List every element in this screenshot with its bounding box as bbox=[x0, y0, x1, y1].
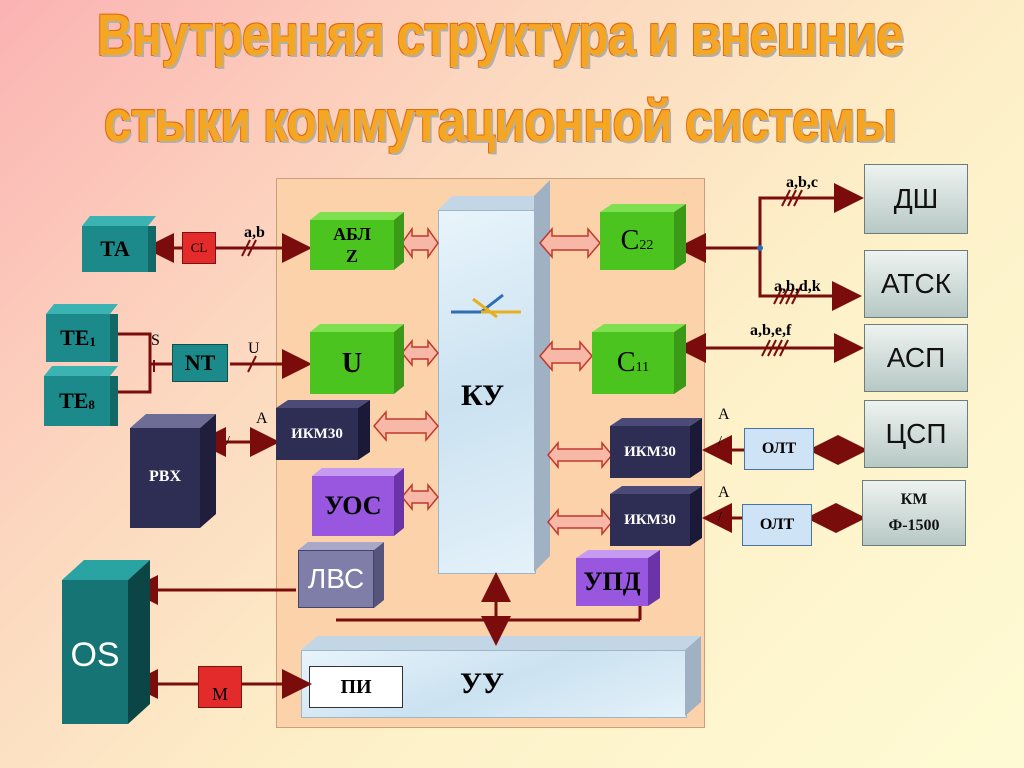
lvs-box[interactable]: ЛВС bbox=[298, 550, 374, 608]
arrow-ikm-ku bbox=[373, 409, 439, 443]
ikm-r2-side bbox=[690, 486, 702, 546]
ta-block-top bbox=[82, 216, 156, 226]
ikm-right2-box[interactable]: ИКМ30 bbox=[610, 494, 690, 546]
abl-box[interactable]: АБЛ Z bbox=[310, 220, 394, 270]
abl-block-top bbox=[310, 212, 404, 220]
atsk-box[interactable]: АТСК bbox=[864, 250, 968, 318]
upd-block-side bbox=[648, 550, 660, 606]
upd-box[interactable]: УПД bbox=[576, 558, 648, 606]
label-ab: a,b bbox=[244, 224, 265, 241]
tssp-box[interactable]: ЦСП bbox=[864, 400, 968, 468]
upd-block-top bbox=[576, 550, 660, 558]
te1-sub: 1 bbox=[89, 334, 96, 349]
arrow-ku-c11 bbox=[539, 339, 593, 373]
arrow-ku-ikm-r1 bbox=[547, 440, 613, 470]
olt1-box[interactable]: ОЛТ bbox=[744, 428, 814, 470]
lvs-block-side bbox=[374, 542, 384, 608]
m-box[interactable]: M bbox=[198, 666, 242, 708]
ikm-r1-top bbox=[610, 418, 702, 426]
olt2-box[interactable]: ОЛТ bbox=[742, 504, 812, 546]
arrow-ku-c22 bbox=[539, 226, 601, 260]
te8-sub: 8 bbox=[88, 397, 95, 412]
dsh-box[interactable]: ДШ bbox=[864, 164, 968, 234]
f1500-label: Ф-1500 bbox=[888, 517, 940, 534]
label-slash-right2: / bbox=[718, 510, 722, 525]
ikm-left-top bbox=[276, 400, 370, 408]
c11-block-top bbox=[592, 324, 686, 332]
label-u-iface: U bbox=[248, 340, 260, 357]
switch-icon bbox=[451, 293, 521, 319]
label-s: S bbox=[151, 332, 160, 349]
uos-block-side bbox=[394, 468, 404, 536]
wire-te1-bus bbox=[114, 332, 152, 394]
wire-bus-dsh bbox=[758, 183, 864, 248]
c11-block-side bbox=[674, 324, 686, 394]
arrow-abl-ku bbox=[401, 226, 439, 260]
label-abc: a,b,c bbox=[786, 174, 818, 191]
abl-z-label: Z bbox=[345, 246, 358, 266]
c22-sub: 22 bbox=[639, 238, 654, 253]
os-block-top bbox=[62, 560, 150, 580]
u-box[interactable]: U bbox=[310, 332, 394, 394]
ikm-left-side bbox=[358, 400, 370, 460]
c22-block-side bbox=[674, 204, 686, 270]
ikm-left-box[interactable]: ИКМ30 bbox=[276, 408, 358, 460]
cl-box[interactable]: CL bbox=[182, 232, 216, 264]
ikm-right1-box[interactable]: ИКМ30 bbox=[610, 426, 690, 478]
label-slash-left: / bbox=[226, 434, 230, 449]
c22-label: C bbox=[620, 225, 640, 256]
uu-block-side bbox=[685, 636, 701, 716]
pbx-block-side bbox=[200, 414, 216, 528]
label-a-right1: A bbox=[718, 406, 730, 423]
pbx-box[interactable]: PBX bbox=[130, 428, 200, 528]
te8-label: TE bbox=[59, 388, 89, 413]
c11-label: C bbox=[616, 347, 636, 378]
uos-block-top bbox=[312, 468, 404, 476]
c11-sub: 11 bbox=[635, 360, 650, 375]
label-a-right2: A bbox=[718, 484, 730, 501]
label-abef: a,b,e,f bbox=[750, 322, 792, 339]
c22-block-top bbox=[600, 204, 686, 212]
km-box[interactable]: КМ Ф-1500 bbox=[862, 480, 966, 546]
ku-block-top bbox=[438, 196, 550, 210]
arrow-u-ku bbox=[401, 338, 439, 368]
abl-block-side bbox=[394, 212, 404, 270]
label-abdk: a,b,d,k bbox=[774, 278, 821, 295]
ikm-r2-top bbox=[610, 486, 702, 494]
asp-box[interactable]: АСП bbox=[864, 324, 968, 392]
nt-box[interactable]: NT bbox=[172, 344, 228, 382]
te1-label: TE bbox=[60, 325, 90, 350]
km-label: КМ bbox=[900, 491, 928, 508]
arrow-ku-ikm-r2 bbox=[547, 507, 613, 537]
pbx-block-top bbox=[130, 414, 216, 428]
lvs-block-top bbox=[298, 542, 384, 550]
junction-dot bbox=[757, 245, 763, 251]
label-a-left: A bbox=[256, 410, 268, 427]
ku-label: КУ bbox=[461, 379, 505, 412]
wire-bus-atsk bbox=[758, 248, 862, 311]
uu-label: УУ bbox=[460, 667, 505, 700]
label-slash-right1: / bbox=[718, 434, 722, 449]
ku-block[interactable]: КУ bbox=[438, 210, 536, 574]
title-line-1: Внутренняя структура и внешние bbox=[96, 3, 904, 68]
os-box[interactable]: OS bbox=[62, 580, 128, 724]
u-block-top bbox=[310, 324, 404, 332]
ikm-r1-side bbox=[690, 418, 702, 478]
te1-block-top bbox=[46, 304, 118, 314]
u-block-side bbox=[394, 324, 404, 394]
pi-box[interactable]: ПИ bbox=[309, 666, 403, 708]
abl-label: АБЛ bbox=[333, 224, 371, 244]
title-line-2: стыки коммутационной системы bbox=[103, 89, 897, 154]
uos-box[interactable]: УОС bbox=[312, 476, 394, 536]
ta-box[interactable]: ТА bbox=[82, 226, 156, 272]
os-block-side bbox=[128, 560, 150, 724]
arrow-uos-ku bbox=[401, 482, 439, 512]
te8-block-top bbox=[44, 366, 118, 376]
